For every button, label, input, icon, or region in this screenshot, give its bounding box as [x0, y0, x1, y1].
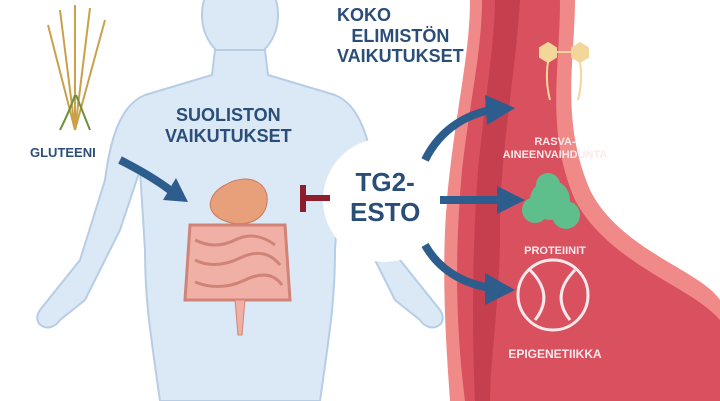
- digestive-system-icon: [183, 178, 292, 336]
- tg2-circle: [323, 138, 447, 262]
- systemic-line-1: KOKO: [337, 5, 391, 25]
- lipid-metabolism-label: RASVA- AINEENVAIHDUNTA: [495, 136, 615, 161]
- systemic-line-3: VAIKUTUKSET: [337, 46, 464, 67]
- arrows: [118, 106, 500, 292]
- dna-icon: [516, 258, 590, 332]
- epigenetics-label: EPIGENETIIKKA: [508, 347, 602, 361]
- inhibition-icon: [300, 185, 330, 212]
- lipid-icon: [539, 41, 589, 101]
- gluten-label: GLUTEENI: [30, 145, 96, 160]
- lipid-line-1: RASVA-: [534, 136, 576, 148]
- systemic-effects-label: KOKO ELIMISTÖN VAIKUTUKSET: [337, 5, 464, 67]
- systemic-line-2: ELIMISTÖN: [351, 25, 450, 46]
- arrow-epigenetic: [421, 242, 491, 292]
- tg2-line-2: ESTO: [350, 196, 421, 227]
- lipid-line-2: AINEENVAIHDUNTA: [502, 148, 608, 161]
- arrow-lipid: [421, 106, 491, 162]
- arrow-gluten: [118, 156, 173, 194]
- tg2-inhibition-label: TG2- ESTO: [350, 167, 421, 228]
- intestinal-line-1: SUOLISTON: [175, 105, 281, 125]
- intestinal-line-2: VAIKUTUKSET: [165, 125, 292, 146]
- wheat-icon: [47, 5, 106, 131]
- protein-icon: [522, 173, 580, 229]
- proteins-label: PROTEIINIT: [524, 245, 586, 257]
- intestinal-effects-label: SUOLISTON VAIKUTUKSET: [165, 105, 292, 146]
- tg2-line-1: TG2-: [355, 167, 415, 197]
